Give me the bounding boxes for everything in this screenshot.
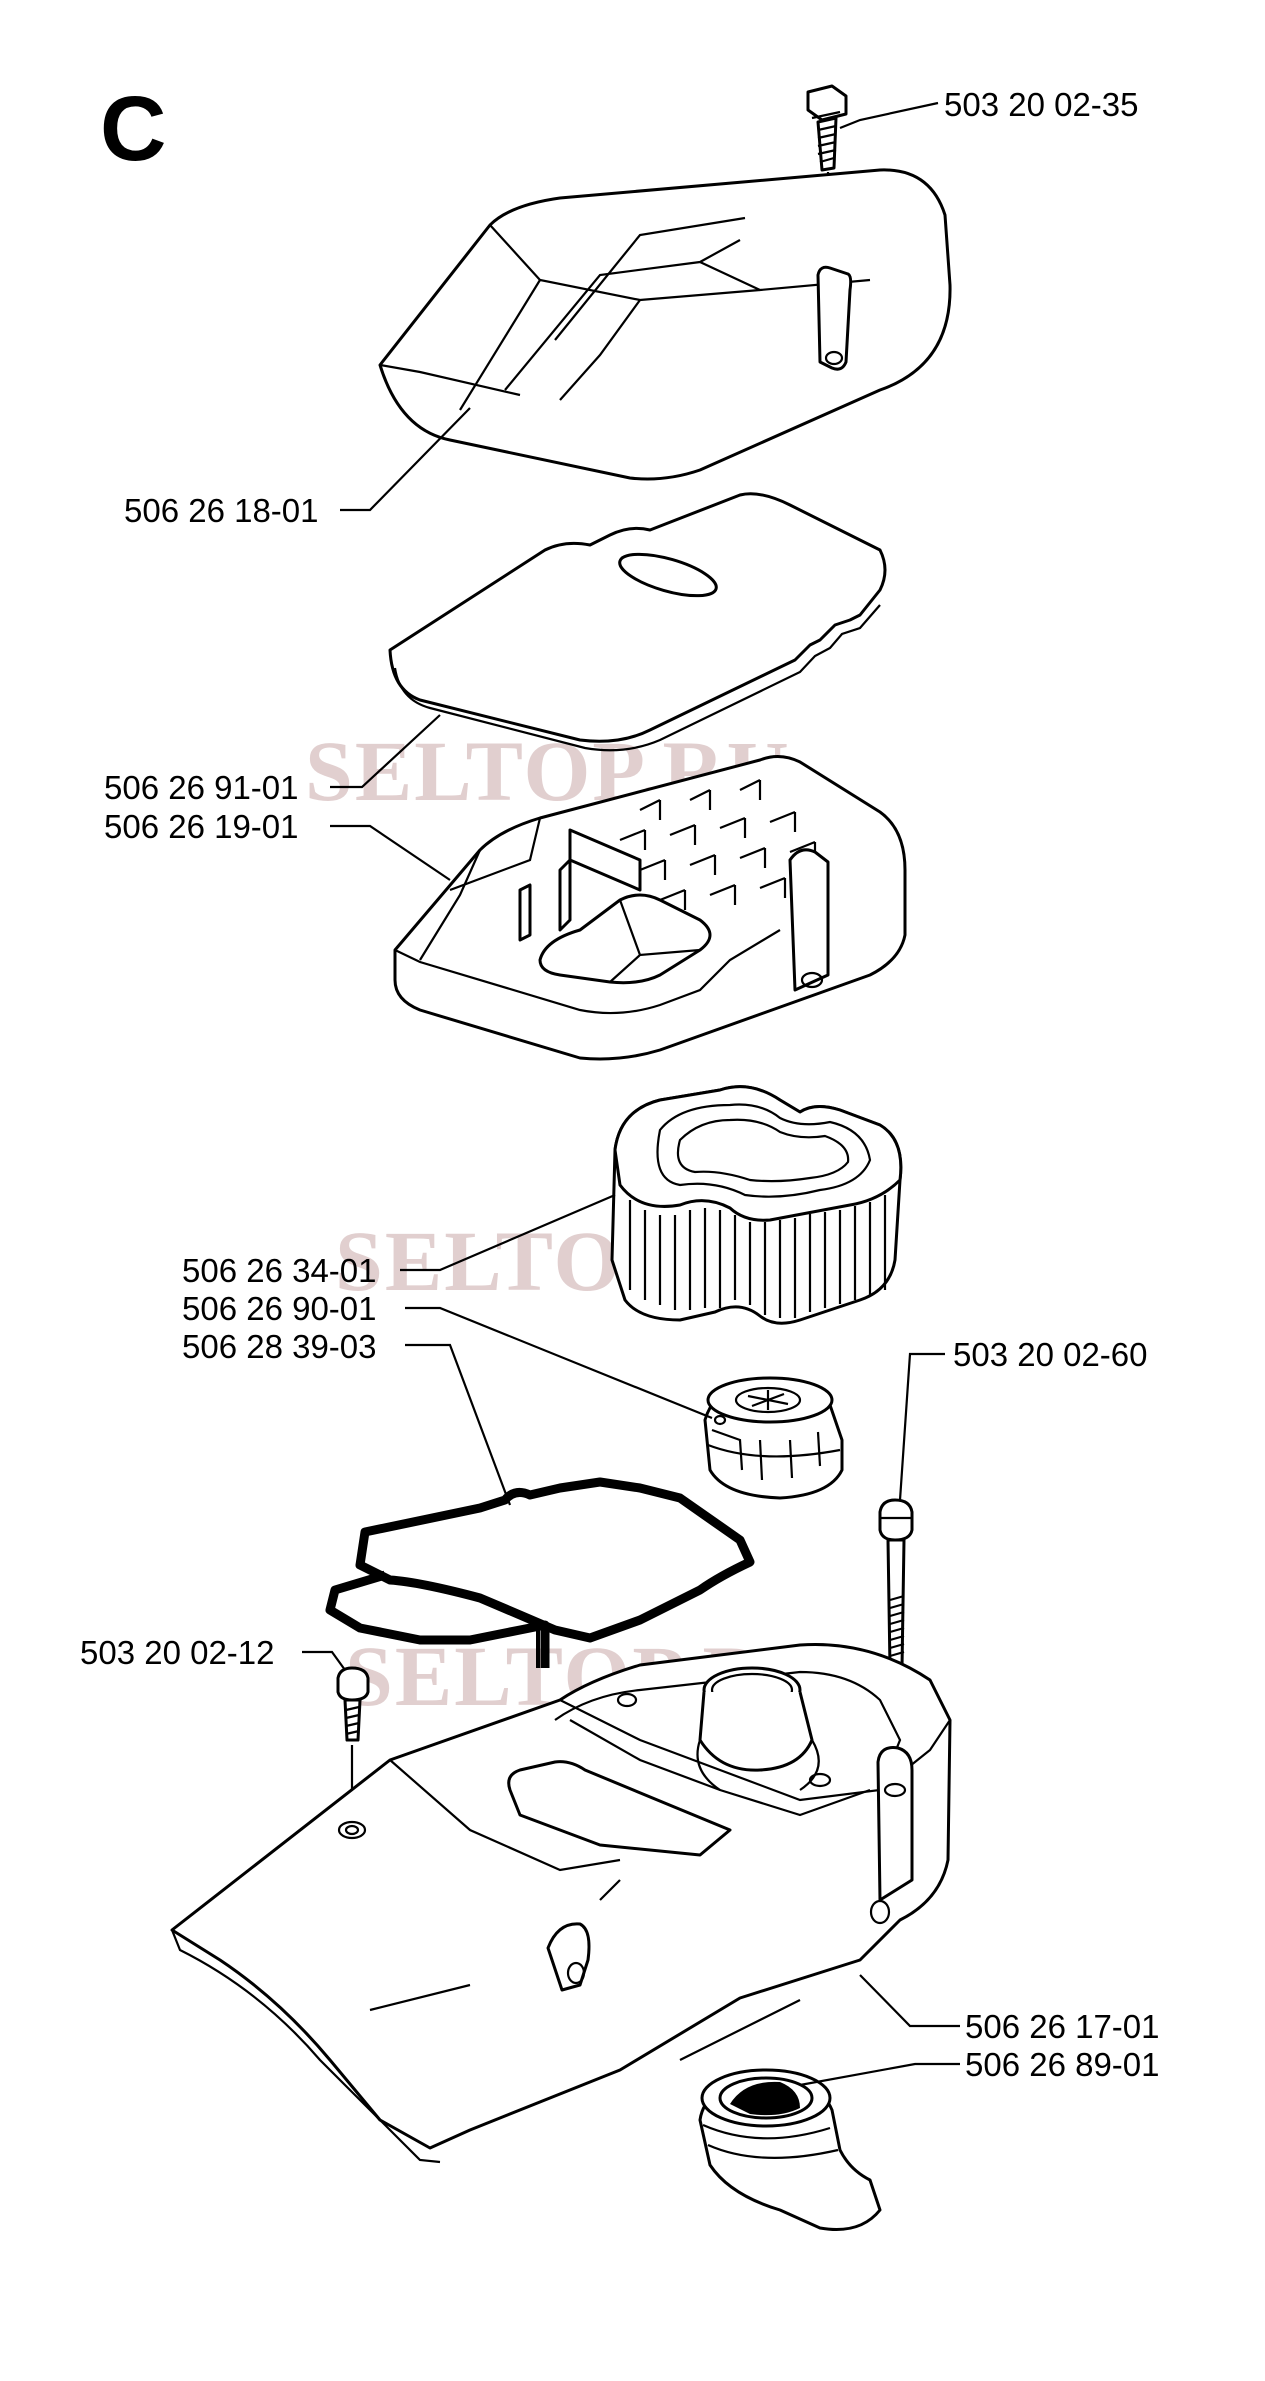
part-label: 506 26 89-01 (965, 2046, 1160, 2083)
part-label: 506 26 19-01 (104, 808, 299, 845)
part-label: 503 20 02-12 (80, 1634, 275, 1671)
leader-line (330, 824, 451, 881)
part-label: 506 26 18-01 (124, 492, 319, 529)
leader-line (405, 1343, 512, 1506)
grommet-part (698, 2068, 882, 2232)
part-label: 506 28 39-03 (182, 1328, 377, 1365)
leader-line (302, 1650, 346, 1671)
leader-line (400, 1193, 616, 1272)
leader-line (839, 101, 939, 130)
part-label: 503 20 02-35 (944, 86, 1139, 123)
leader-line (859, 1974, 960, 2028)
part-label: 506 26 34-01 (182, 1252, 377, 1289)
leader-line (405, 1306, 713, 1420)
leader-line (799, 2062, 960, 2087)
part-label: 503 20 02-60 (953, 1336, 1148, 1373)
air-filter-part (610, 1085, 903, 1325)
leader-line (898, 1352, 945, 1501)
part-label: 506 26 17-01 (965, 2008, 1160, 2045)
filter-holder-part (393, 755, 907, 1061)
left-screw-part (336, 1666, 370, 1822)
part-label: 506 26 90-01 (182, 1290, 377, 1327)
top-cover-part (378, 168, 952, 481)
filter-nut-part (703, 1376, 844, 1500)
leader-line (340, 407, 471, 512)
section-letter: C (100, 78, 166, 180)
pre-filter-part (388, 492, 887, 752)
base-cover-part (170, 1642, 952, 2164)
leader-line (330, 714, 441, 789)
part-label: 506 26 91-01 (104, 769, 299, 806)
gasket-part (325, 1477, 755, 1668)
